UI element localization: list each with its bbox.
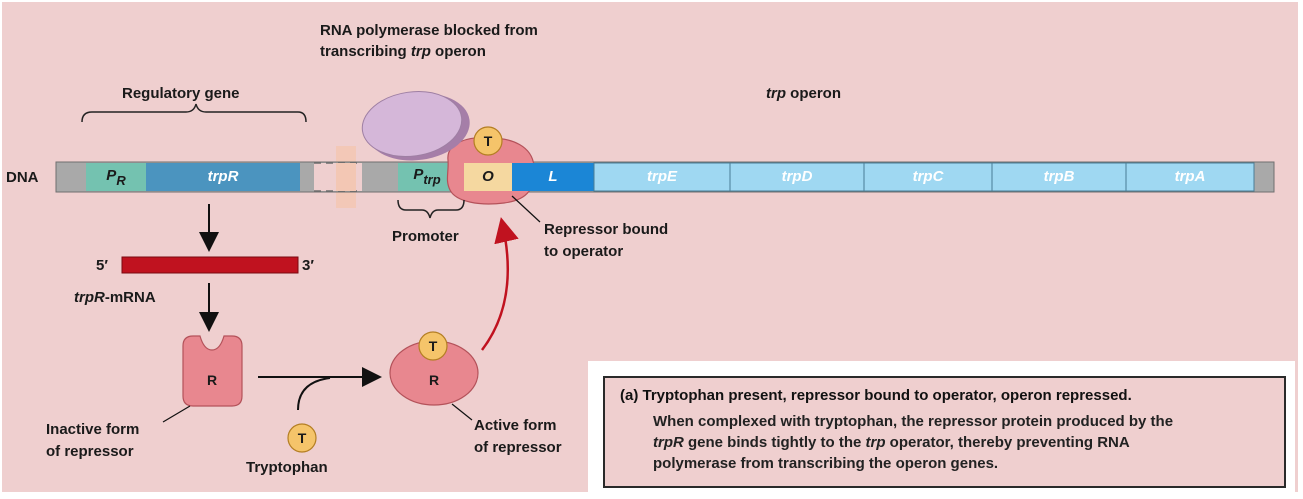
tryptophan-free-label: T bbox=[297, 430, 307, 446]
binding-arrow bbox=[481, 217, 519, 351]
trpc-label: trpC bbox=[912, 168, 944, 185]
trpa-label: trpA bbox=[1174, 168, 1206, 185]
regulatory-gene-label: Regulatory gene bbox=[122, 85, 240, 102]
trpe-label: trpE bbox=[647, 168, 677, 185]
trpr-gene-label: trpR bbox=[207, 168, 239, 185]
inactive-repressor bbox=[182, 335, 243, 407]
caption-line-2: trpR gene binds tightly to the trp opera… bbox=[653, 434, 1130, 451]
active-repressor-label-line2: of repressor bbox=[474, 439, 562, 456]
caption-title: (a) Tryptophan present, repressor bound … bbox=[620, 387, 1132, 404]
operon-genes bbox=[593, 162, 1255, 192]
promoter-brace bbox=[397, 199, 465, 219]
caption-panel bbox=[603, 376, 1286, 488]
active-repressor-symbol: R bbox=[428, 372, 440, 388]
trpr-gene-segment bbox=[146, 163, 300, 191]
ptrp-promoter-segment bbox=[398, 163, 456, 191]
trpb-label: trpB bbox=[1043, 168, 1075, 185]
caption-line-1: When complexed with tryptophan, the repr… bbox=[653, 413, 1174, 430]
trpr-mrna-label: trpR-mRNA bbox=[74, 289, 156, 306]
inactive-repressor-label-line2: of repressor bbox=[46, 443, 134, 460]
leader-segment bbox=[512, 163, 594, 191]
repressor-bound-label-line2: to operator bbox=[544, 243, 624, 260]
dna-label: DNA bbox=[6, 169, 39, 186]
promoter-label: Promoter bbox=[392, 228, 459, 245]
operator-segment bbox=[464, 163, 512, 191]
rna-polymerase-label-line2: transcribing trp operon bbox=[320, 43, 486, 60]
tryptophan-label: Tryptophan bbox=[246, 459, 328, 476]
regulatory-gene-brace bbox=[81, 103, 307, 123]
trpc-gene-segment bbox=[863, 162, 993, 192]
trpa-gene-segment bbox=[1125, 162, 1255, 192]
tryptophan-bound-label: T bbox=[483, 133, 493, 149]
tryptophan-active-label: T bbox=[428, 338, 438, 354]
inactive-repressor-label-line1: Inactive form bbox=[46, 421, 140, 438]
leader-label: L bbox=[548, 168, 558, 185]
rna-polymerase-label-line1: RNA polymerase blocked from bbox=[320, 22, 538, 39]
pr-label: PR bbox=[106, 167, 126, 188]
tryptophan-free-icon bbox=[287, 423, 317, 453]
operator-label: O bbox=[482, 168, 494, 185]
caption-body: When complexed with tryptophan, the repr… bbox=[653, 411, 1273, 474]
three-prime-label: 3′ bbox=[302, 257, 314, 274]
active-repressor-label-line1: Active form bbox=[474, 417, 557, 434]
rna-polymerase bbox=[361, 91, 463, 157]
trpr-mrna bbox=[121, 256, 299, 274]
tryptophan-bound-icon bbox=[473, 126, 503, 156]
tryptophan-joining-curve bbox=[297, 377, 331, 411]
five-prime-label: 5′ bbox=[96, 257, 108, 274]
trpd-label: trpD bbox=[781, 168, 813, 185]
repressor-bound-label-line1: Repressor bound bbox=[544, 221, 669, 238]
trp-operon-label: trp operon bbox=[766, 85, 841, 102]
caption-line-3: polymerase from transcribing the operon … bbox=[653, 455, 999, 472]
pr-promoter-segment bbox=[86, 163, 146, 191]
ptrp-label: Ptrp bbox=[413, 166, 441, 187]
inactive-repressor-symbol: R bbox=[206, 372, 218, 388]
tryptophan-active-icon bbox=[418, 331, 448, 361]
